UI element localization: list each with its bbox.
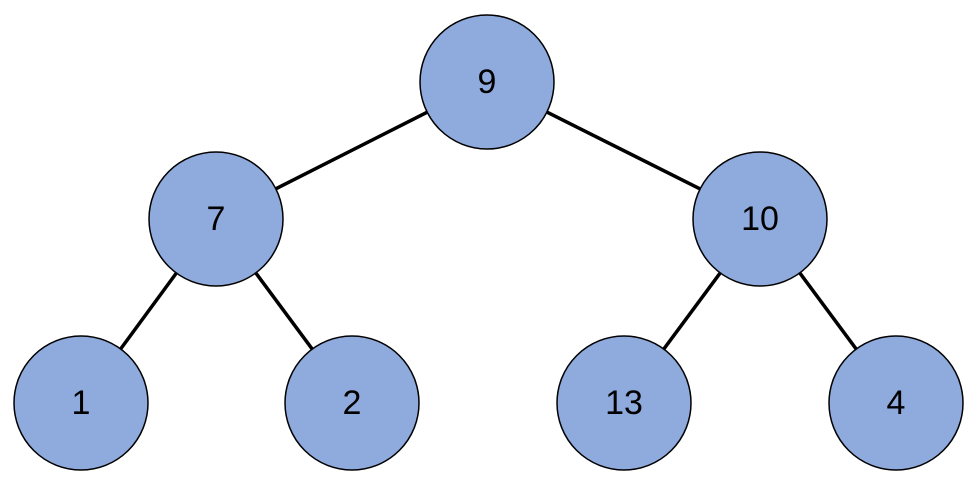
tree-node-right: 10 [692,151,828,287]
tree-edge-right-to-right-left [662,271,722,351]
node-circle [556,335,692,471]
node-circle [692,151,828,287]
tree-edge-left-to-left-left [119,271,178,351]
tree-edge-right-to-right-right [798,271,858,351]
tree-node-root: 9 [419,14,555,150]
tree-node-right-left: 13 [556,335,692,471]
tree-node-right-right: 4 [828,335,964,471]
node-label: 7 [207,200,226,238]
nodes-layer: 9 7 10 1 2 13 4 [13,14,964,471]
node-label: 13 [605,384,643,422]
node-circle [828,335,964,471]
tree-node-left: 7 [148,151,284,287]
node-label: 10 [741,200,779,238]
node-circle [419,14,555,150]
node-label: 4 [887,384,906,422]
tree-node-left-right: 2 [284,335,420,471]
node-circle [148,151,284,287]
node-label: 9 [478,63,497,101]
tree-node-left-left: 1 [13,335,149,471]
node-circle [284,335,420,471]
tree-edge-root-to-left [275,110,428,191]
node-circle [13,335,149,471]
node-label: 1 [72,384,91,422]
tree-edge-root-to-right [546,110,701,191]
tree-edge-left-to-left-right [254,271,314,351]
node-label: 2 [343,384,362,422]
edges-layer [119,110,858,351]
